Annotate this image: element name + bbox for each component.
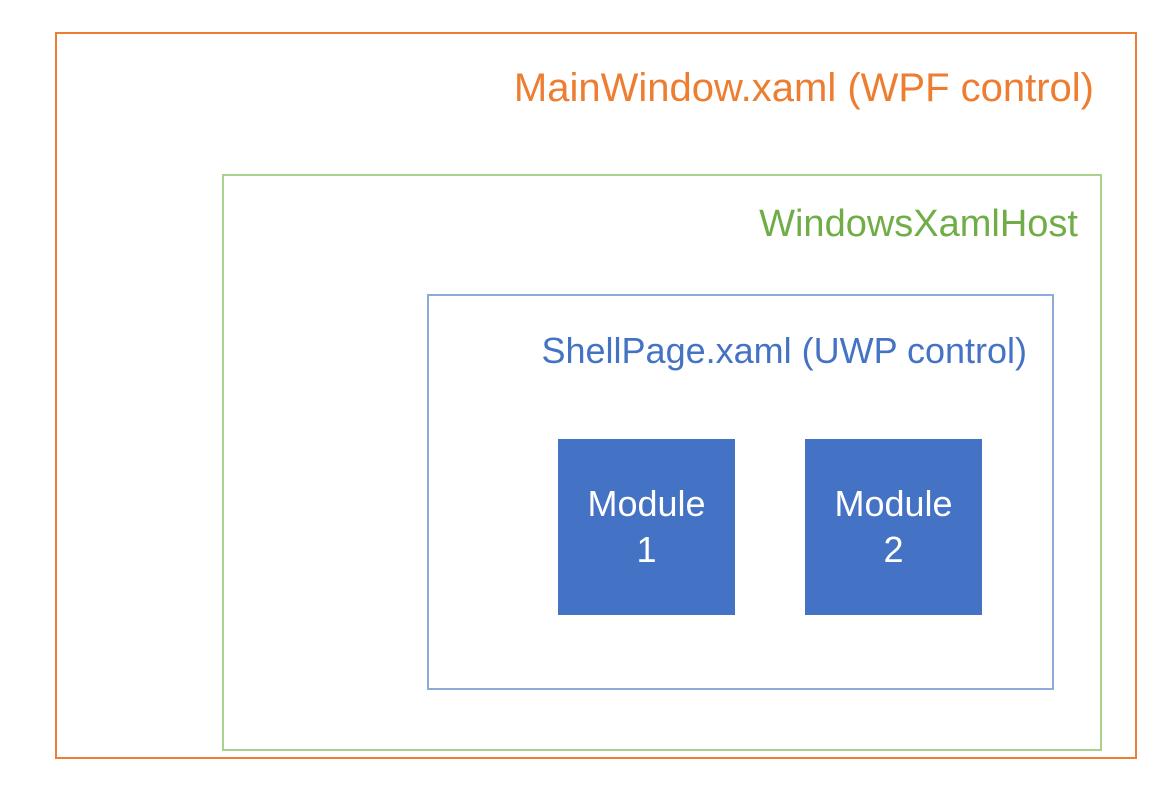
- windowsxamlhost-container: WindowsXamlHost: [222, 174, 1102, 751]
- module-block-2: Module 2: [805, 439, 982, 615]
- shellpage-label: ShellPage.xaml (UWP control): [541, 330, 1027, 371]
- module-block-2-label: Module 2: [834, 482, 953, 570]
- mainwindow-label: MainWindow.xaml (WPF control): [513, 66, 1094, 110]
- module-block-1: Module 1: [558, 439, 735, 615]
- mainwindow-container: MainWindow.xaml (WPF control) WindowsXam…: [55, 32, 1137, 759]
- module-block-1-label: Module 1: [587, 482, 706, 570]
- windowsxamlhost-label: WindowsXamlHost: [759, 203, 1078, 245]
- shellpage-container: ShellPage.xaml (UWP control): [427, 294, 1054, 690]
